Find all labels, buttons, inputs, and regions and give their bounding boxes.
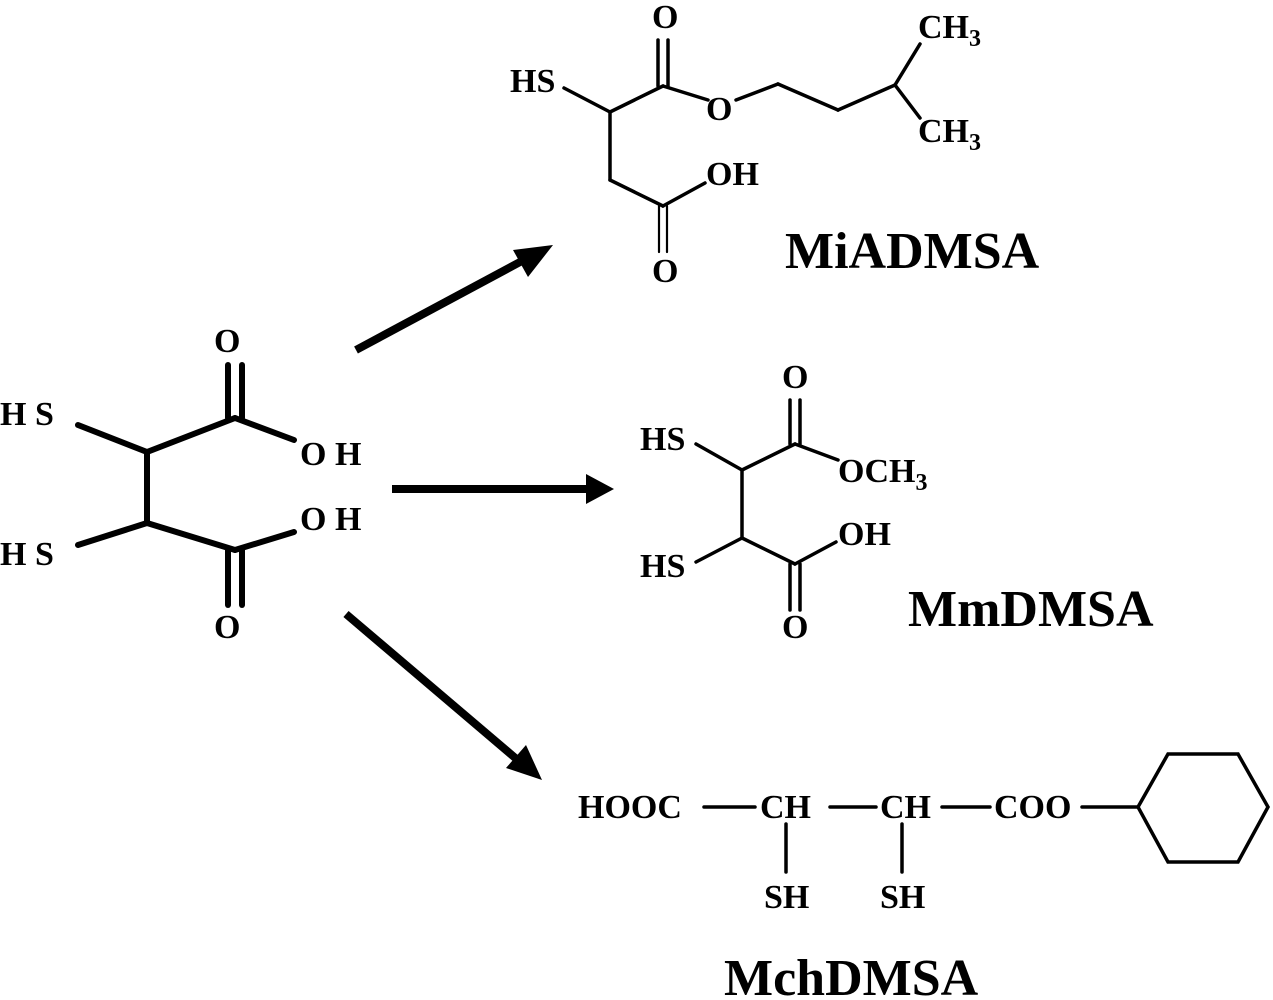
arrow-to-miadmsa <box>354 245 553 354</box>
bond-c-oh <box>661 181 707 208</box>
arrow-to-mmdmsa <box>392 474 614 504</box>
bond-ch-ch3-bottom <box>893 83 922 120</box>
mchdmsa-ch-right-label: CH <box>880 789 931 826</box>
mmdmsa-o-top-label: O <box>782 359 808 396</box>
bond-ch2-cacid <box>608 178 665 208</box>
bond-s-c-bottom <box>75 520 150 548</box>
parent-o-bottom-label: O <box>214 609 240 646</box>
miadmsa-o-carbonyl-label: O <box>652 0 678 36</box>
miadmsa-ch3-bottom-label: CH3 <box>918 113 981 156</box>
mmdmsa-hs-top-label: HS <box>640 421 685 458</box>
bond-c-c-bottom <box>144 520 238 553</box>
bond-c-oh <box>793 540 838 566</box>
bond-c-ccarbonyl <box>740 442 797 472</box>
bond-c-c-top <box>144 415 238 455</box>
mmdmsa-bonds <box>694 398 840 612</box>
parent-o-top-label: O <box>214 323 240 360</box>
parent-bonds <box>75 362 297 608</box>
parent-oh-bottom-label: O H <box>300 501 361 538</box>
bond-c-och3 <box>793 442 840 462</box>
miadmsa-o-acid-label: O <box>652 253 678 290</box>
mchdmsa-hooc-label: HOOC <box>578 789 682 826</box>
bond-s-c-top <box>75 422 150 455</box>
mmdmsa-molecule: HS HS O OCH3 OH O MmDMSA <box>640 359 1154 646</box>
mmdmsa-hs-bottom-label: HS <box>640 548 685 585</box>
mmdmsa-oh-label: OH <box>838 516 891 553</box>
bond-ch2-ch2 <box>776 82 840 112</box>
bond-ch2-ch <box>836 83 897 112</box>
miadmsa-bonds <box>562 38 922 254</box>
mmdmsa-name: MmDMSA <box>908 581 1154 638</box>
bond-ch-ch3-top <box>893 42 922 87</box>
miadmsa-oh-label: OH <box>706 156 759 193</box>
mchdmsa-ch-left-label: CH <box>760 789 811 826</box>
parent-hs-bottom-label: H S <box>0 536 54 573</box>
miadmsa-ch3-top-label: CH3 <box>918 9 981 52</box>
bond-c-oh-top <box>232 415 297 443</box>
mmdmsa-och3-label: OCH3 <box>838 453 927 496</box>
bond-c-ccarbonyl <box>608 84 665 114</box>
miadmsa-name: MiADMSA <box>785 223 1040 280</box>
arrow-to-mchdmsa <box>343 610 542 780</box>
bond-o-ch2 <box>734 82 780 102</box>
mchdmsa-sh-right-label: SH <box>880 879 925 916</box>
bond-c-cacid <box>740 536 797 566</box>
bond-c-oester <box>661 84 710 102</box>
miadmsa-o-ester-label: O <box>706 91 732 128</box>
mchdmsa-name: MchDMSA <box>724 950 979 1000</box>
bond-s-c-top <box>694 442 744 472</box>
mmdmsa-o-bottom-label: O <box>782 609 808 646</box>
cyclohexyl-ring <box>1135 752 1271 864</box>
parent-molecule: H S H S O O O H O H <box>0 323 361 646</box>
mchdmsa-molecule: HOOC CH CH COO SH SH MchDMSA <box>578 752 1271 1000</box>
bond-s-c-bottom <box>694 536 744 564</box>
parent-oh-top-label: O H <box>300 436 361 473</box>
mchdmsa-sh-left-label: SH <box>764 879 809 916</box>
miadmsa-molecule: HS O O CH3 CH3 OH O MiADMSA <box>510 0 1040 290</box>
miadmsa-hs-label: HS <box>510 63 555 100</box>
bond-c-oh-bottom <box>232 529 297 553</box>
parent-hs-top-label: H S <box>0 396 54 433</box>
mchdmsa-bonds <box>702 752 1271 874</box>
bond-s-c <box>562 86 612 114</box>
mchdmsa-coo-label: COO <box>994 789 1071 826</box>
